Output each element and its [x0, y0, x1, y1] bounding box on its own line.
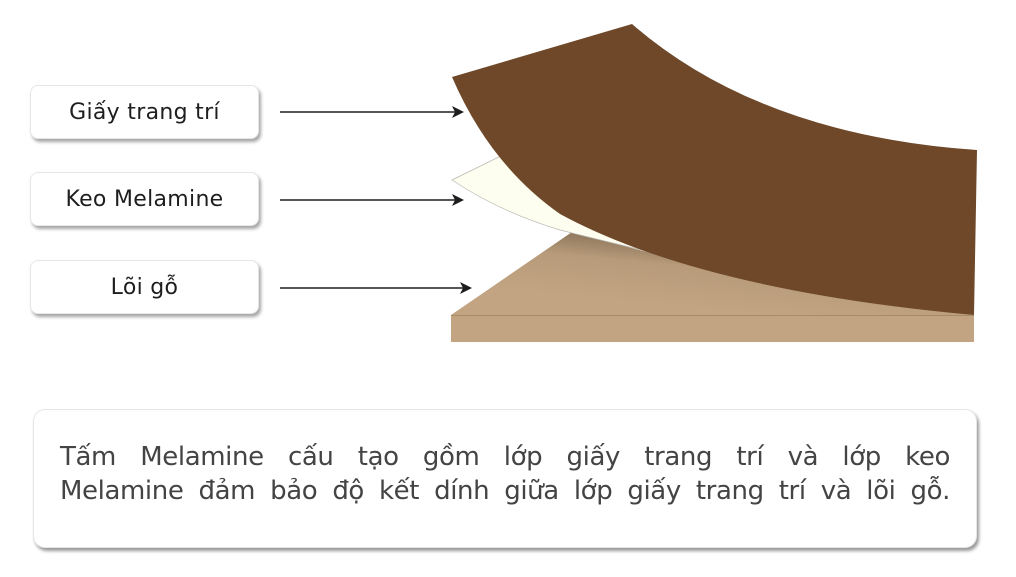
arrow-right-icon [280, 282, 480, 294]
label-melamine-glue: Keo Melamine [30, 172, 259, 226]
caption-box: Tấm Melamine cấu tạo gồm lớp giấy trang … [33, 409, 977, 548]
caption-line-1: Tấm Melamine cấu tạo gồm lớp giấy trang … [60, 442, 950, 472]
arrow-right-icon [280, 194, 470, 206]
label-text: Giấy trang trí [69, 99, 220, 125]
label-text: Lõi gỗ [110, 274, 179, 300]
decorative-paper-sheet [452, 24, 977, 315]
label-decorative-paper: Giấy trang trí [30, 85, 259, 139]
wood-core-top [451, 232, 974, 315]
caption-line-2: Melamine đảm bảo độ kết dính giữa lớp gi… [60, 476, 950, 506]
arrow-right-icon [280, 106, 470, 118]
label-text: Keo Melamine [65, 186, 224, 212]
caption-text: Tấm Melamine cấu tạo gồm lớp giấy trang … [60, 440, 950, 508]
label-wood-core: Lõi gỗ [30, 260, 259, 314]
wood-core-edge [451, 315, 974, 342]
